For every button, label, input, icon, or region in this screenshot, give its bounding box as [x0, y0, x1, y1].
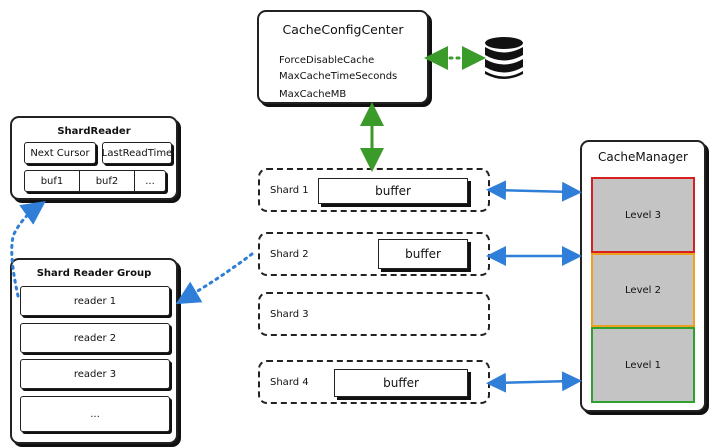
- shard-reader-group-title: Shard Reader Group: [36, 268, 152, 279]
- reader-item: reader 3: [20, 359, 170, 389]
- shard-3: Shard 3: [258, 292, 490, 336]
- shard4-cache-arrow: [486, 371, 582, 393]
- reader-item: reader 2: [20, 323, 170, 353]
- cache-level-2: Level 2: [591, 253, 695, 327]
- shard-1: Shard 1 buffer: [258, 168, 490, 212]
- shard-reader-group: Shard Reader Group reader 1 reader 2 rea…: [10, 258, 178, 444]
- shard-2: Shard 2 buffer: [258, 232, 490, 276]
- shard-buffer: buffer: [318, 178, 468, 204]
- buf-cell: buf1: [25, 171, 80, 191]
- config-item-max-cache-mb: MaxCacheMB: [279, 89, 347, 100]
- cache-manager: CacheManager Level 3 Level 2 Level 1: [580, 140, 706, 412]
- shard-label: Shard 2: [270, 249, 309, 260]
- reader-item: reader 1: [20, 286, 170, 316]
- cache-level-3: Level 3: [591, 177, 695, 253]
- cache-config-center: CacheConfigCenter ForceDisableCache MaxC…: [257, 10, 429, 104]
- shard-4: Shard 4 buffer: [258, 360, 490, 404]
- shard-reader: ShardReader Next Cursor LastReadTime buf…: [10, 116, 178, 200]
- shard-label: Shard 3: [270, 309, 309, 320]
- config-item-force-disable: ForceDisableCache: [279, 55, 375, 66]
- shard-buffer: buffer: [378, 239, 468, 269]
- shard-reader-title: ShardReader: [57, 126, 131, 137]
- shard-to-reader-group-arrow: [175, 252, 254, 305]
- buf-cell: buf2: [80, 171, 135, 191]
- shard1-cache-arrow: [486, 180, 582, 202]
- shard-label: Shard 4: [270, 377, 309, 388]
- shard-label: Shard 1: [270, 185, 309, 196]
- buf-row: buf1 buf2 ...: [24, 170, 166, 192]
- cache-manager-title: CacheManager: [598, 150, 688, 164]
- shard-buffer: buffer: [334, 369, 468, 397]
- cache-config-center-title: CacheConfigCenter: [282, 22, 404, 37]
- buf-cell: ...: [145, 175, 155, 187]
- cache-level-1: Level 1: [591, 327, 695, 403]
- last-read-time-cell: LastReadTime: [102, 142, 172, 164]
- database-icon: [482, 36, 526, 82]
- reader-item: ...: [20, 396, 170, 432]
- config-item-max-cache-time: MaxCacheTimeSeconds: [279, 71, 398, 82]
- next-cursor-cell: Next Cursor: [24, 142, 96, 164]
